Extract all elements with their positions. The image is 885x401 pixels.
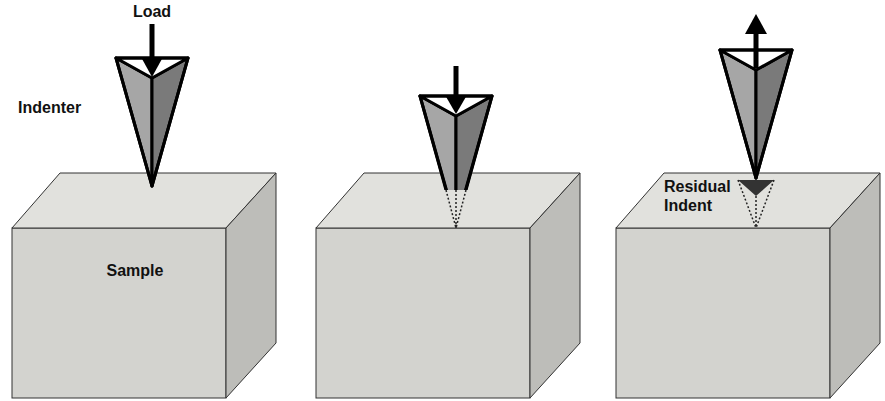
sample-cube xyxy=(316,173,580,398)
indenter-outline xyxy=(420,96,492,190)
sample-cube xyxy=(12,173,276,398)
cube-front xyxy=(616,228,830,398)
arrow-head xyxy=(745,14,767,34)
cube-front xyxy=(316,228,530,398)
cube-side xyxy=(830,173,880,398)
part-label: Residual Indent xyxy=(664,177,744,215)
part-label: Sample xyxy=(107,261,164,280)
load-arrow xyxy=(141,24,163,77)
indenter-outline xyxy=(116,58,188,186)
sample-cube xyxy=(616,173,880,398)
residual-indent-mark xyxy=(738,180,774,196)
indenter-outline xyxy=(720,50,792,178)
arrow-shaft xyxy=(754,30,759,68)
cube-side xyxy=(226,173,276,398)
part-label: Indenter xyxy=(18,98,81,117)
indenter-top xyxy=(116,58,188,78)
arrow-head xyxy=(445,95,467,114)
indenter xyxy=(720,50,792,178)
unload-arrow xyxy=(745,14,767,68)
arrow-shaft xyxy=(150,24,155,60)
indenter xyxy=(420,96,492,190)
indenter-top xyxy=(420,96,492,116)
hidden-indent-outline xyxy=(446,190,466,228)
arrow-head xyxy=(141,57,163,77)
cube-front xyxy=(12,228,226,398)
arrow-shaft xyxy=(454,66,459,98)
indenter xyxy=(116,58,188,186)
load-arrow xyxy=(445,66,467,114)
cube-side xyxy=(530,173,580,398)
residual-indent-outline xyxy=(738,180,774,228)
part-label: Load xyxy=(133,2,171,21)
